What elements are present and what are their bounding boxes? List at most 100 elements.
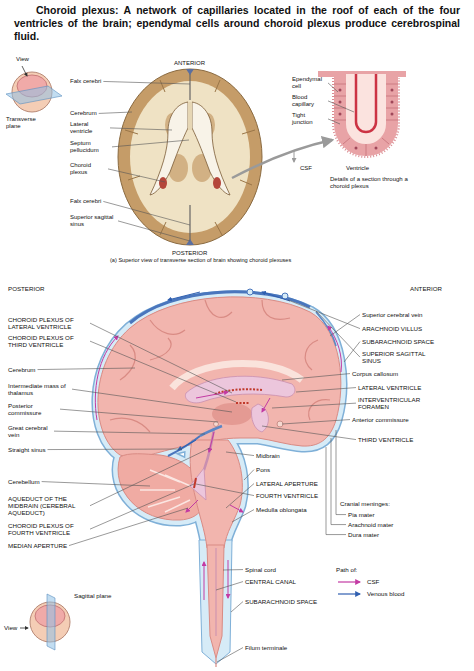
gyrus-line <box>150 338 171 360</box>
legend-sample-line <box>338 581 360 582</box>
meninges-band <box>190 440 242 548</box>
leader-line <box>196 484 254 496</box>
cell-nucleus <box>391 89 394 92</box>
choroid-plexus-detail <box>333 78 399 157</box>
part-label: View <box>16 56 29 63</box>
part-label: INTERVENTRICULAR FORAMEN <box>358 396 430 410</box>
part-label: Ventricle <box>346 165 369 172</box>
cell-nucleus <box>391 101 394 104</box>
csf-arrow <box>95 326 341 600</box>
leader-line <box>262 426 356 440</box>
brain-transverse-section <box>188 102 192 130</box>
brain-transverse-section <box>186 69 194 75</box>
arbor-vitae <box>140 470 195 512</box>
part-label: AQUEDUCT OF THE MIDBRAIN (CEREBRAL AQUED… <box>8 495 88 516</box>
brain-transverse-section <box>189 205 190 240</box>
title-text: Choroid plexus: A network of capillaries… <box>14 4 460 43</box>
part-label: ARACHNOID VILLUS <box>362 325 422 332</box>
part-label: Superior sagittal sinus <box>70 214 116 228</box>
choroid-plexus-detail <box>294 74 406 162</box>
leader-line <box>90 448 210 506</box>
part-label: Septum pellucidum <box>70 140 110 154</box>
brain-sagittal-section <box>168 436 200 456</box>
part-label: CENTRAL CANAL <box>245 578 296 585</box>
cell-nucleus <box>375 147 378 150</box>
leader-line <box>226 484 254 508</box>
gyrus-line <box>305 340 318 370</box>
gyrus-line <box>110 300 330 432</box>
brain-sagittal-section <box>185 376 294 403</box>
part-label: LATERAL APERTURE <box>256 480 318 487</box>
part-label: Cranial meninges: <box>340 500 390 507</box>
part-label: Pons <box>256 466 270 473</box>
brain-transverse-section <box>118 69 262 245</box>
part-label: Blood capillary <box>292 94 326 108</box>
csf-arrow <box>209 432 214 452</box>
part-label: Great cerebral vein <box>8 424 52 438</box>
brain-sagittal-section <box>130 292 310 323</box>
brain-sagittal-section <box>95 289 341 667</box>
gyrus-line <box>309 400 330 420</box>
part-label: Medulla oblongata <box>256 506 307 513</box>
leader-line <box>282 374 350 380</box>
gyrus-line <box>120 345 135 380</box>
leader-line <box>108 169 165 182</box>
part-label: Cerebrum <box>8 366 36 373</box>
csf-arrow <box>186 500 198 512</box>
part-label: Cerebellum <box>8 478 40 485</box>
sulcus-line <box>215 222 222 235</box>
cell-nucleus <box>339 101 342 104</box>
part-label: CHOROID PLEXUS OF FOURTH VENTRICLE <box>8 522 88 536</box>
brain-transverse-section <box>192 102 230 195</box>
cell-border <box>334 84 346 85</box>
brain-sagittal-section <box>216 548 217 636</box>
brain-sagittal-section <box>215 658 216 667</box>
leader-line <box>330 315 360 336</box>
legend-item: CSF <box>336 578 379 586</box>
leader-line <box>331 438 346 525</box>
sulcus-line <box>242 130 255 134</box>
csf-arrow <box>204 562 205 600</box>
brain-transverse-section <box>118 69 262 245</box>
csf-arrow <box>262 398 270 412</box>
leader-line <box>110 128 172 130</box>
part-label: Sagittal plane <box>74 592 112 599</box>
leader-line <box>217 648 243 662</box>
leader-line <box>103 81 190 84</box>
part-label: Lateral ventricle <box>70 121 108 135</box>
cell-border <box>366 144 367 156</box>
leader-line <box>72 389 232 412</box>
part-label: SUBARACHNOID SPACE <box>362 338 434 345</box>
cell-nucleus <box>339 89 342 92</box>
sulcus-line <box>128 176 140 180</box>
leader-line <box>48 449 183 451</box>
sulcus-line <box>240 180 252 185</box>
gyrus-line <box>110 418 150 432</box>
brain-sagittal-section <box>251 404 268 432</box>
part-label: FOURTH VENTRICLE <box>256 492 318 499</box>
part-label: Midbrain <box>256 452 280 459</box>
cell-border <box>343 138 350 144</box>
sulcus-line <box>125 130 138 134</box>
arbor-vitae <box>140 489 175 491</box>
cell-border <box>386 120 398 121</box>
leader-line <box>232 510 254 522</box>
leader-line <box>54 431 205 434</box>
choroid-plexus-detail <box>356 74 376 132</box>
arbor-vitae <box>150 470 180 482</box>
leader-line <box>316 311 360 357</box>
part-label: Corpus callosum <box>352 370 398 377</box>
leader-line <box>90 341 236 402</box>
brain-sagittal-section <box>282 293 288 299</box>
brain-sagittal-section <box>199 540 232 664</box>
view-inset-transverse <box>6 86 62 104</box>
brain-transverse-section <box>213 177 221 189</box>
cell-nucleus <box>339 89 394 150</box>
leader-line <box>244 470 254 480</box>
part-label: POSTERIOR <box>8 285 44 292</box>
part-label: THIRD VENTRICLE <box>358 436 413 443</box>
meninges-band <box>190 440 242 548</box>
part-label: Anterior commissure <box>352 416 409 423</box>
part-label: Choroid plexus <box>70 162 106 176</box>
brain-transverse-section <box>159 177 167 189</box>
